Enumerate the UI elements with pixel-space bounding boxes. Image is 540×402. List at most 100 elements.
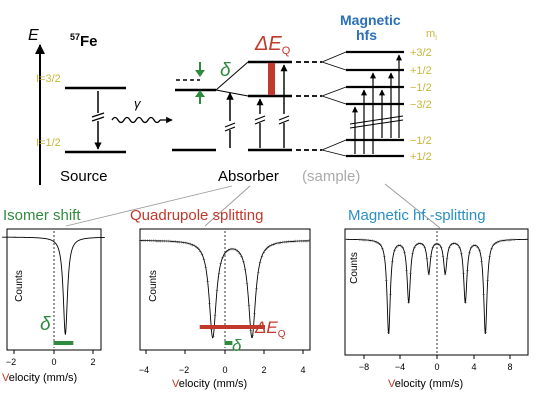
data-point: +	[431, 245, 434, 251]
data-point: +	[304, 239, 307, 245]
data-point: +	[289, 240, 292, 246]
gamma-photon-wave	[111, 116, 161, 124]
data-point: +	[395, 245, 398, 251]
data-point: +	[208, 301, 211, 307]
svg-text:57Fe: 57Fe	[70, 32, 98, 50]
data-point: +	[452, 241, 455, 247]
data-point: +	[462, 271, 465, 277]
data-point: +	[401, 245, 404, 251]
data-point: +	[480, 259, 483, 265]
data-point: +	[423, 246, 426, 252]
data-point: +	[266, 245, 269, 251]
data-point: +	[255, 286, 258, 292]
data-point: +	[454, 242, 457, 248]
data-point: +	[434, 242, 437, 248]
data-point: +	[292, 239, 295, 245]
data-point: +	[298, 239, 301, 245]
data-point: +	[413, 245, 416, 251]
isomer-shift-arrow-down	[195, 62, 205, 77]
data-point: +	[407, 301, 410, 307]
source-transition-break	[91, 112, 105, 118]
data-point: +	[186, 241, 189, 247]
data-point: +	[306, 239, 309, 245]
isomer-shift-bar	[53, 341, 74, 345]
data-point: +	[367, 238, 370, 244]
data-point: +	[221, 256, 224, 262]
data-point: +	[296, 239, 299, 245]
data-point: +	[139, 239, 142, 245]
data-point: +	[389, 292, 392, 298]
panel-2-frame	[139, 228, 311, 351]
quadrupole-shift-bar	[224, 341, 233, 345]
panel-3-xlabel: Velocity (mm/s)	[388, 378, 463, 390]
data-point: +	[216, 288, 219, 294]
data-point: +	[500, 239, 503, 245]
panel-2-tick-5: 4	[300, 365, 305, 375]
data-point: +	[236, 249, 239, 255]
data-point: +	[251, 334, 254, 340]
data-point: +	[206, 279, 209, 285]
mi-excited-2: +1/2	[410, 65, 432, 77]
data-point: +	[436, 242, 439, 248]
magnetic-sublevels	[346, 50, 404, 158]
data-point: +	[176, 240, 179, 246]
data-point: +	[484, 330, 487, 336]
isotope-mass: 57	[70, 32, 80, 42]
data-point: +	[472, 244, 475, 250]
data-point: +	[417, 242, 420, 248]
data-point: +	[373, 239, 376, 245]
data-point: +	[257, 270, 260, 276]
absorber-label: Absorber	[218, 168, 279, 185]
data-point: +	[184, 241, 187, 247]
data-point: +	[272, 242, 275, 248]
data-point: +	[383, 254, 386, 260]
data-point: +	[240, 254, 243, 260]
panel-2-ylabel: Counts	[148, 270, 159, 302]
data-point: +	[234, 248, 237, 254]
panel-1-spectrum-curve	[2, 236, 105, 336]
panel-1-ticks	[13, 350, 94, 354]
data-point: +	[268, 244, 271, 250]
data-point: +	[496, 240, 499, 246]
panel-1-tick-3: 2	[90, 357, 95, 367]
data-point: +	[381, 246, 384, 252]
data-point: +	[281, 240, 284, 246]
data-point: +	[165, 239, 168, 245]
data-point: +	[444, 272, 447, 278]
data-point: +	[486, 278, 489, 284]
panel-1-title: Isomer shift	[3, 207, 81, 224]
panel-3-tick-5: 8	[507, 362, 512, 372]
data-point: +	[502, 238, 505, 244]
data-point: +	[262, 250, 265, 256]
panel-2-ticks	[145, 350, 304, 354]
data-point: +	[204, 266, 207, 272]
data-point: +	[193, 244, 196, 250]
data-point: +	[440, 245, 443, 251]
data-point: +	[446, 256, 449, 262]
data-point: +	[180, 240, 183, 246]
data-point: +	[154, 239, 157, 245]
data-point: +	[511, 238, 514, 244]
mi-label: m	[426, 28, 435, 40]
panel-quadrupole-splitting: Counts +++++++++++++++++++++++++++++++++…	[139, 228, 311, 390]
data-point: +	[159, 239, 162, 245]
data-point: +	[214, 313, 217, 319]
data-point: +	[212, 334, 215, 340]
data-point: +	[363, 238, 366, 244]
panel-2-title: Quadrupole splitting	[130, 207, 263, 224]
mi-excited-4: −3/2	[410, 99, 432, 111]
data-point: +	[419, 241, 422, 247]
data-point: +	[456, 242, 459, 248]
data-point: +	[191, 243, 194, 249]
data-point: +	[399, 244, 402, 250]
data-point: +	[498, 239, 501, 245]
data-point: +	[460, 251, 463, 257]
data-point: +	[142, 239, 145, 245]
data-point: +	[225, 250, 228, 256]
quadrupole-split-bar-spectrum	[199, 325, 266, 329]
magnetic-title-line2: hfs	[356, 27, 377, 43]
panel-2-tick-2: −2	[179, 365, 189, 375]
data-point: +	[476, 245, 479, 251]
data-point: +	[490, 246, 493, 252]
panel-3-tick-3: 0	[434, 362, 439, 372]
